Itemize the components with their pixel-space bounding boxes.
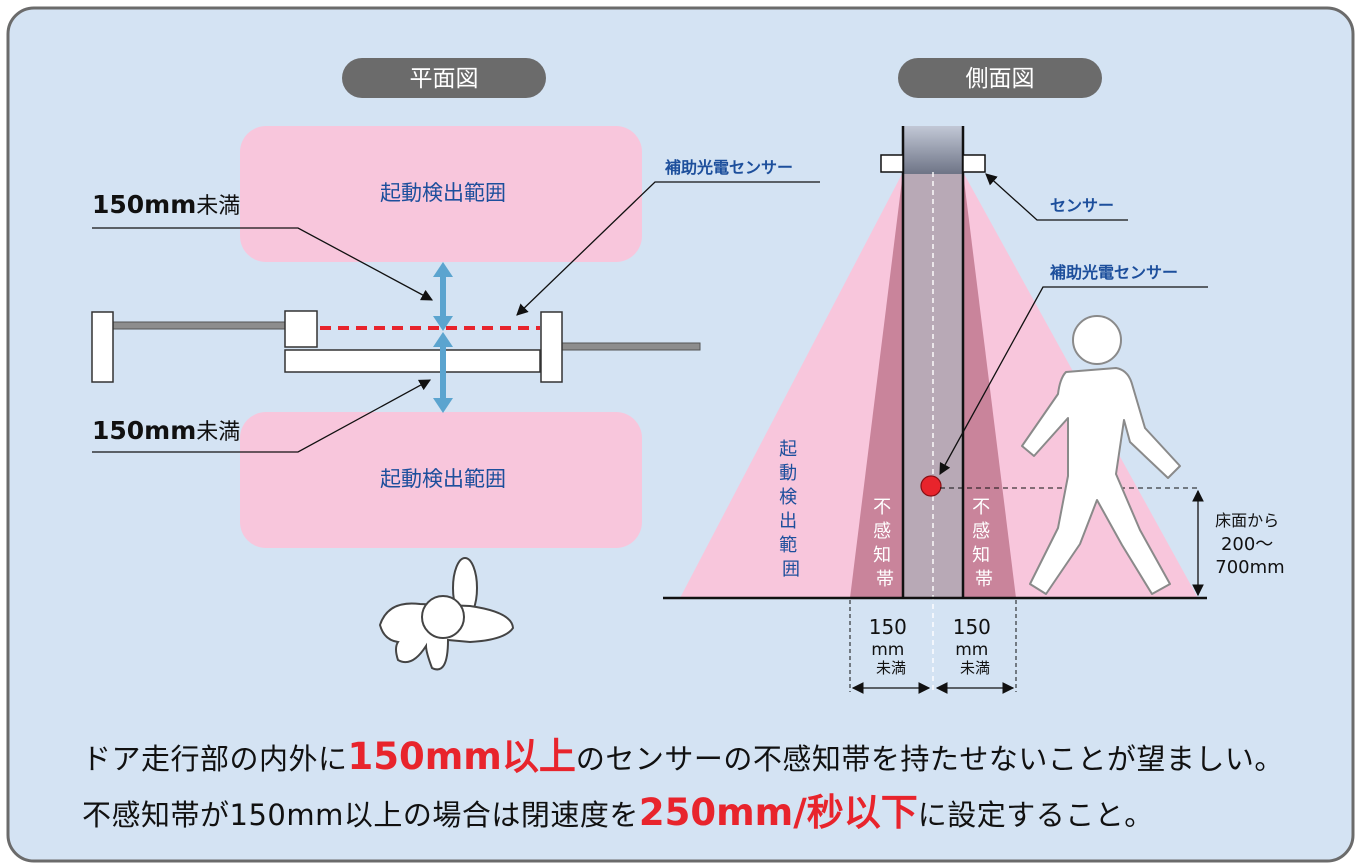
plan-post-right bbox=[540, 311, 563, 383]
side-sensor-right bbox=[962, 154, 986, 173]
plan-detection-zone-bottom bbox=[240, 412, 642, 548]
plan-leader-top bbox=[92, 227, 434, 301]
side-sensor-leader bbox=[985, 173, 1128, 221]
side-aux-sensor-dot bbox=[920, 475, 942, 497]
plan-distance-top-value: 150mm未満 bbox=[92, 190, 240, 219]
side-view-title: 側面図 bbox=[966, 66, 1035, 92]
side-aux-sensor-leader bbox=[939, 286, 1208, 476]
plan-view: 平面図 起動検出範囲 起動検出範囲 150mm未満 150mm未満 bbox=[91, 58, 820, 671]
side-aux-sensor-label: 補助光電センサー bbox=[1049, 263, 1178, 282]
side-width-left-label: 150 mm 未満 bbox=[869, 615, 914, 677]
plan-detection-zone-bottom-label: 起動検出範囲 bbox=[380, 467, 506, 491]
person-top-view-icon bbox=[378, 557, 515, 671]
walking-person-icon bbox=[1021, 315, 1181, 595]
plan-leader-bottom bbox=[92, 379, 432, 453]
side-dead-zone-left-label: 不 感 知 帯 bbox=[873, 497, 897, 590]
plan-distance-arrow-top bbox=[433, 262, 453, 331]
plan-detection-zone-top bbox=[240, 126, 642, 262]
plan-distance-bottom-value: 150mm未満 bbox=[92, 416, 240, 445]
plan-post-left bbox=[91, 311, 114, 383]
plan-sensor-box-left bbox=[284, 310, 318, 348]
side-dead-zone-right-label: 不 感 知 帯 bbox=[972, 497, 996, 590]
plan-door-panel bbox=[284, 349, 541, 373]
plan-view-title: 平面図 bbox=[410, 66, 479, 92]
plan-distance-arrow-bottom bbox=[433, 332, 453, 413]
plan-rail-left bbox=[111, 321, 291, 330]
side-dead-zone-left bbox=[850, 172, 903, 598]
side-door-top bbox=[903, 126, 963, 174]
side-width-right-label: 150 mm 未満 bbox=[953, 615, 998, 677]
side-sensor-label: センサー bbox=[1050, 196, 1114, 215]
side-view-title-pill bbox=[898, 58, 1102, 98]
caption-line-2: 不感知帯が150mm以上の場合は閉速度を250mm/秒以下に設定すること。 bbox=[82, 791, 1154, 834]
plan-rail-right bbox=[561, 342, 701, 351]
plan-detection-zone-top-label: 起動検出範囲 bbox=[380, 181, 506, 205]
plan-aux-sensor-label: 補助光電センサー bbox=[664, 158, 793, 177]
side-view: 側面図 センサー 補助光電センサー 起 動 検 出 範 囲 bbox=[663, 58, 1285, 694]
plan-aux-sensor-leader bbox=[516, 181, 820, 316]
side-sensor-left bbox=[880, 154, 904, 173]
side-zone-vertical-label: 起 動 検 出 範 囲 bbox=[779, 439, 803, 580]
caption-line-1: ドア走行部の内外に150mm以上のセンサーの不感知帯を持たせないことが望ましい。 bbox=[82, 735, 1284, 778]
side-height-label: 床面から 200〜 700mm bbox=[1215, 510, 1285, 578]
plan-view-title-pill bbox=[342, 58, 546, 98]
